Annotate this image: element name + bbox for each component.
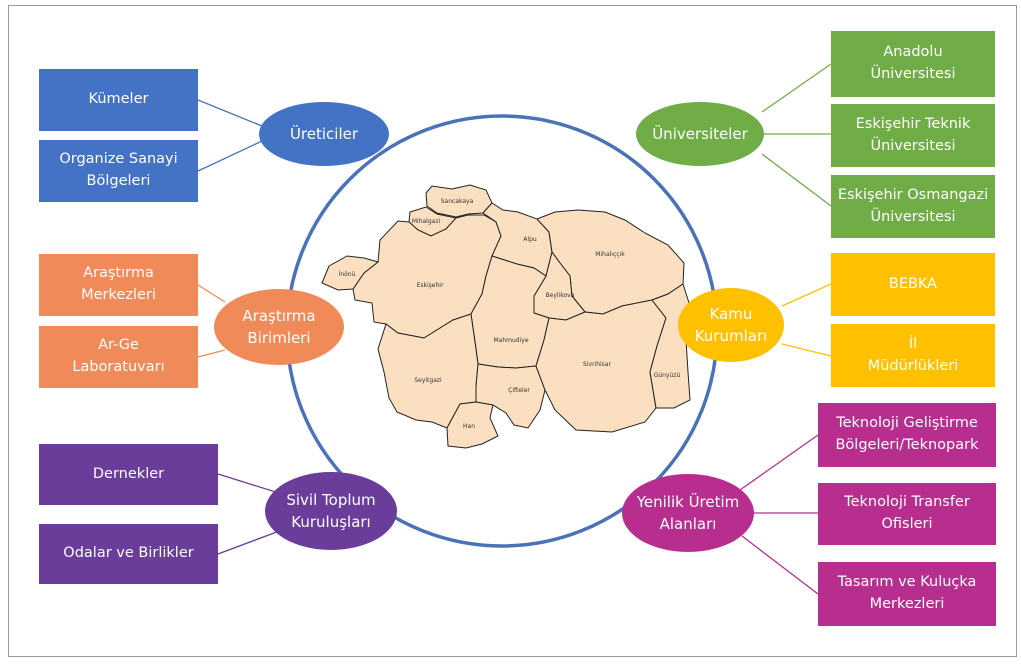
- district-han: [446, 401, 499, 449]
- hub-yenilik-uretim: Yenilik Üretim Alanları: [622, 474, 754, 552]
- box-anadolu-universitesi: Anadolu Üniversitesi: [831, 31, 995, 97]
- eskisehir-map: [321, 184, 691, 449]
- connector-line: [217, 529, 283, 555]
- map-label-mihaliccik: Mihalıççık: [595, 251, 625, 258]
- box-kumeler: Kümeler: [39, 69, 198, 131]
- box-il-mudurlukleri: İl Müdürlükleri: [831, 324, 995, 387]
- map-label-eskisehir: Eskişehir: [417, 282, 444, 289]
- connector-line: [217, 473, 283, 495]
- connector-line: [197, 99, 263, 127]
- box-odalar-ve-birlikler: Odalar ve Birlikler: [39, 524, 218, 584]
- map-label-seyitgazi: Seyitgazi: [414, 377, 442, 384]
- connector-line: [761, 153, 832, 207]
- box-eskisehir-teknik: Eskişehir Teknik Üniversitesi: [831, 104, 995, 167]
- connector-line: [781, 283, 832, 307]
- map-label-han: Han: [463, 423, 475, 430]
- district-inonu: [321, 255, 380, 291]
- box-organize-sanayi: Organize Sanayi Bölgeleri: [39, 140, 198, 202]
- box-arge-laboratuvari: Ar-Ge Laboratuvarı: [39, 326, 198, 388]
- box-teknopark: Teknoloji Geliştirme Bölgeleri/Teknopark: [818, 403, 996, 467]
- hub-ureticiler: Üreticiler: [259, 102, 389, 166]
- box-tasarim-kulucka: Tasarım ve Kuluçka Merkezleri: [818, 562, 996, 626]
- map-label-sancakaya: Sancakaya: [441, 198, 474, 205]
- connector-line: [197, 284, 226, 303]
- map-label-sivrihisar: Sivrihisar: [583, 361, 611, 368]
- connector-line: [197, 349, 226, 358]
- hub-arastirma-birimleri: Araştırma Birimleri: [214, 289, 344, 365]
- connector-line: [781, 343, 832, 357]
- map-label-cifteler: Çifteler: [508, 387, 530, 394]
- map-label-mihalgazi: Mihalgazi: [412, 218, 441, 225]
- connector-line: [739, 434, 819, 491]
- hub-universiteler: Üniversiteler: [636, 102, 764, 166]
- box-bebka: BEBKA: [831, 253, 995, 316]
- map-labels: Sancakaya Mihalgazi Alpu Mihalıççık İnön…: [339, 198, 681, 430]
- map-label-mahmudiye: Mahmudiye: [493, 337, 528, 344]
- map-label-beylikova: Beylikova: [546, 292, 575, 299]
- box-dernekler: Dernekler: [39, 444, 218, 505]
- connector-lines: [197, 63, 832, 595]
- map-label-alpu: Alpu: [523, 236, 537, 243]
- hub-sivil-toplum: Sivil Toplum Kuruluşları: [265, 472, 397, 550]
- connector-line: [761, 63, 832, 113]
- box-arastirma-merkezleri: Araştırma Merkezleri: [39, 254, 198, 316]
- box-teknoloji-transfer: Teknoloji Transfer Ofisleri: [818, 483, 996, 545]
- hub-kamu-kurumlari: Kamu Kurumları: [678, 288, 784, 362]
- connector-line: [197, 140, 263, 172]
- map-label-gunyuzu: Günyüzü: [654, 372, 681, 379]
- connector-line: [741, 535, 819, 595]
- box-osmangazi: Eskişehir Osmangazi Üniversitesi: [831, 175, 995, 238]
- map-label-inonu: İnönü: [339, 271, 356, 278]
